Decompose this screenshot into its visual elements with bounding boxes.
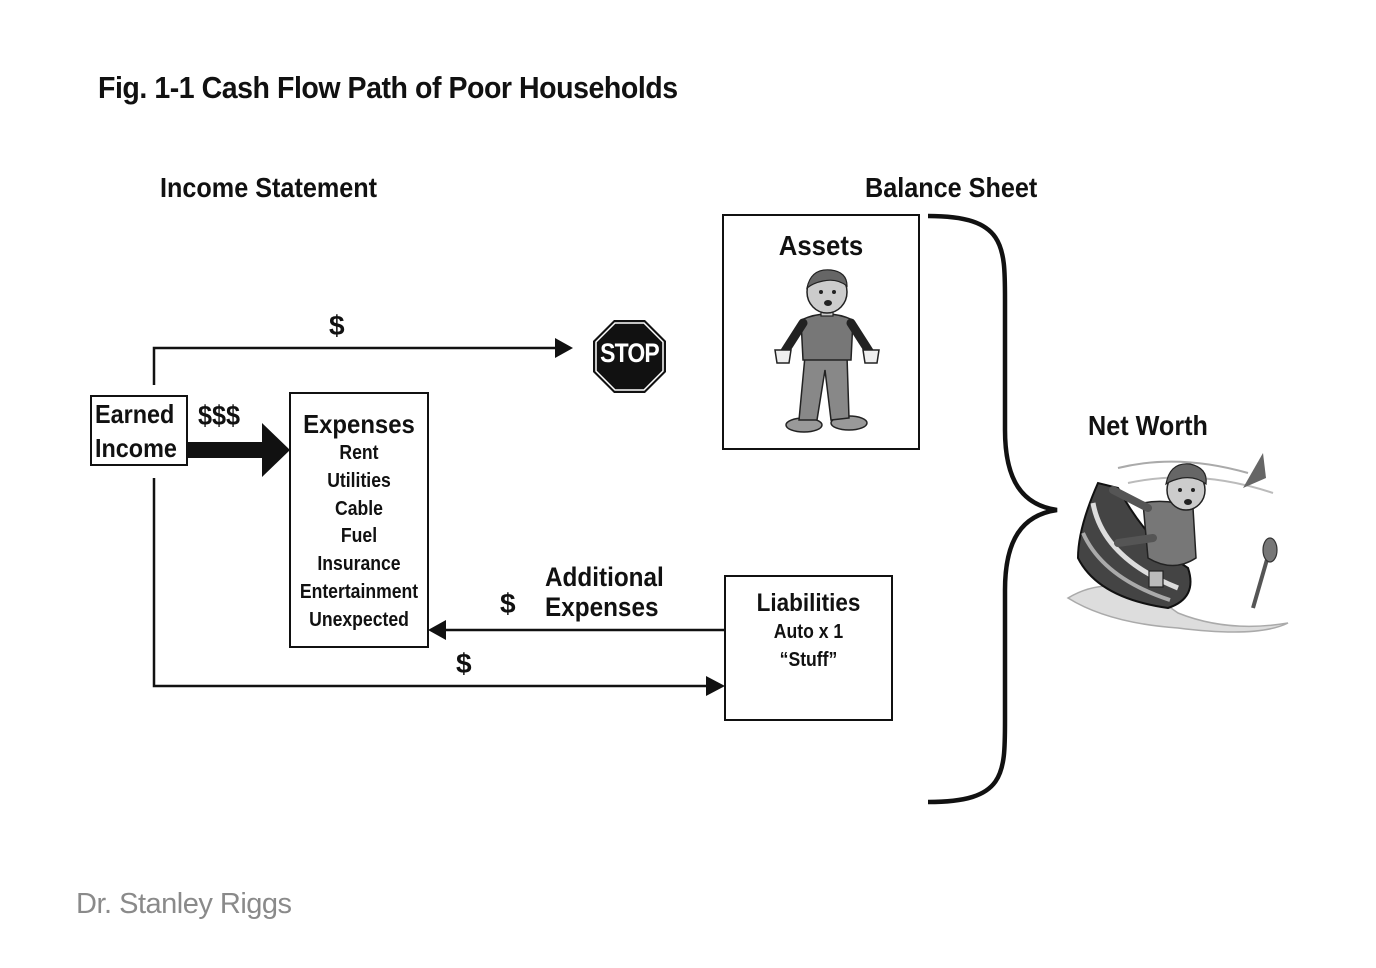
additional-expenses-line2: Expenses: [545, 592, 659, 622]
arrowhead-to-stop: [555, 338, 573, 358]
to-liabilities-flow-label: $: [456, 648, 472, 679]
liabilities-list: Auto x 1 “Stuff”: [726, 618, 891, 674]
income-statement-label: Income Statement: [160, 172, 378, 203]
liability-item: “Stuff”: [779, 649, 838, 671]
expense-item: Rent: [339, 442, 379, 464]
liabilities-heading: Liabilities: [756, 589, 861, 617]
net-worth-label: Net Worth: [1088, 410, 1208, 441]
arrowhead-to-liabilities: [706, 676, 725, 696]
earned-income-line2: Income: [95, 433, 177, 463]
main-flow-arrow: [188, 423, 290, 477]
author-credit: Dr. Stanley Riggs: [76, 888, 292, 920]
to-stop-flow-label: $: [329, 310, 345, 341]
flow-line-to-liabilities: [152, 478, 708, 688]
main-flow-label: $$$: [198, 400, 241, 431]
expense-item: Cable: [335, 497, 383, 520]
balance-sheet-brace: [927, 213, 1058, 805]
balance-sheet-label: Balance Sheet: [865, 172, 1038, 203]
additional-expenses-label: Additional Expenses: [545, 562, 664, 622]
liability-item: Auto x 1: [773, 621, 844, 643]
expenses-heading: Expenses: [303, 409, 415, 439]
earned-income-box: Earned Income: [90, 395, 188, 466]
expenses-box: Expenses Rent Utilities Cable Fuel Insur…: [289, 392, 429, 648]
empty-pockets-man-illustration: [774, 269, 880, 433]
expense-item: Insurance: [317, 553, 401, 576]
expense-item: Fuel: [340, 525, 378, 548]
liabilities-box: Liabilities Auto x 1 “Stuff”: [724, 575, 893, 721]
flow-line-to-stop: [152, 346, 557, 385]
expense-item: Entertainment: [299, 580, 419, 603]
figure-title: Fig. 1-1 Cash Flow Path of Poor Househol…: [98, 70, 678, 105]
stop-sign-text: STOP: [600, 338, 660, 368]
expense-item: Utilities: [327, 469, 391, 492]
expenses-list: Rent Utilities Cable Fuel Insurance Ente…: [291, 440, 427, 635]
stop-sign-icon: [593, 320, 666, 393]
additional-flow-label: $: [500, 588, 516, 619]
sinking-boat-illustration: [1066, 453, 1289, 633]
arrowhead-to-expenses: [428, 620, 446, 640]
earned-income-line1: Earned: [95, 399, 175, 429]
additional-expenses-line1: Additional: [545, 562, 664, 592]
expense-item: Unexpected: [309, 608, 409, 631]
assets-heading: Assets: [778, 230, 864, 261]
